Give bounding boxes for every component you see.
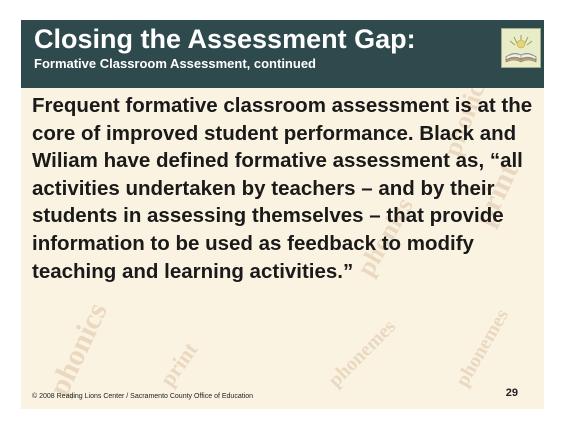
slide-header: Closing the Assessment Gap: Formative Cl… — [21, 20, 544, 88]
page-number: 29 — [505, 387, 518, 399]
watermark-word: phonics — [42, 298, 113, 401]
slide-body: phonics print phonemes phonemes phonics … — [21, 88, 544, 409]
watermark-word: phonemes — [451, 305, 513, 390]
slide-subtitle: Formative Classroom Assessment, continue… — [34, 56, 316, 71]
slide-title: Closing the Assessment Gap: — [34, 24, 416, 54]
watermark-word: phonemes — [324, 315, 400, 391]
body-paragraph: Frequent formative classroom assessment … — [32, 94, 533, 283]
watermark-background: phonics print phonemes phonemes phonics … — [42, 88, 524, 401]
open-book-illustration-icon — [501, 28, 541, 68]
copyright-footer: © 2008 Reading Lions Center / Sacramento… — [32, 393, 253, 400]
watermark-word: print — [155, 337, 203, 391]
